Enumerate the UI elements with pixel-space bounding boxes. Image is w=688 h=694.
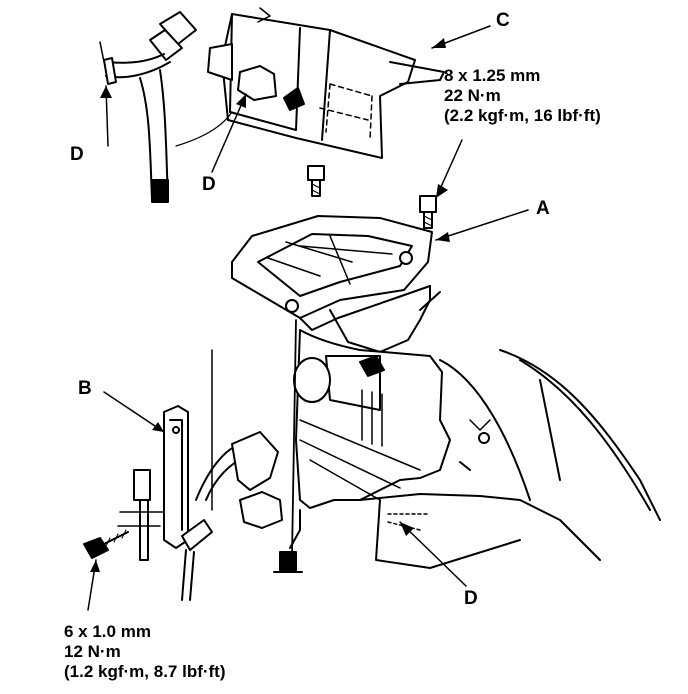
- long-bolt: [273, 319, 303, 573]
- spec-lower-torque-alt: (1.2 kgf·m, 8.7 lbf·ft): [64, 662, 226, 681]
- leader-d3: [399, 521, 467, 587]
- spec-lower-torque: 12 N·m: [64, 642, 121, 661]
- engine-bay: [211, 329, 661, 569]
- spec-upper-size: 8 x 1.25 mm: [444, 66, 541, 85]
- leader-a: [435, 209, 529, 241]
- callout-d-cable: D: [70, 144, 84, 165]
- spec-lower-size: 6 x 1.0 mm: [64, 622, 151, 641]
- leader-d2: [211, 93, 247, 173]
- leader-lines: [87, 25, 529, 611]
- battery-tray-a: [231, 215, 441, 353]
- callout-d-floor: D: [464, 588, 478, 609]
- spec-upper-torque: 22 N·m: [444, 86, 501, 105]
- leader-b: [103, 391, 165, 433]
- callout-d-cover: D: [202, 174, 216, 195]
- cover-c: [175, 7, 445, 159]
- harness-connector: [99, 11, 197, 203]
- bracket-b: [117, 405, 283, 601]
- callout-b: B: [78, 378, 92, 399]
- upper-bolts: [307, 165, 437, 229]
- lower-bolt: [83, 529, 129, 559]
- callout-a: A: [536, 198, 550, 219]
- spec-upper-torque-alt: (2.2 kgf·m, 16 lbf·ft): [444, 106, 601, 125]
- callout-c: C: [496, 10, 510, 31]
